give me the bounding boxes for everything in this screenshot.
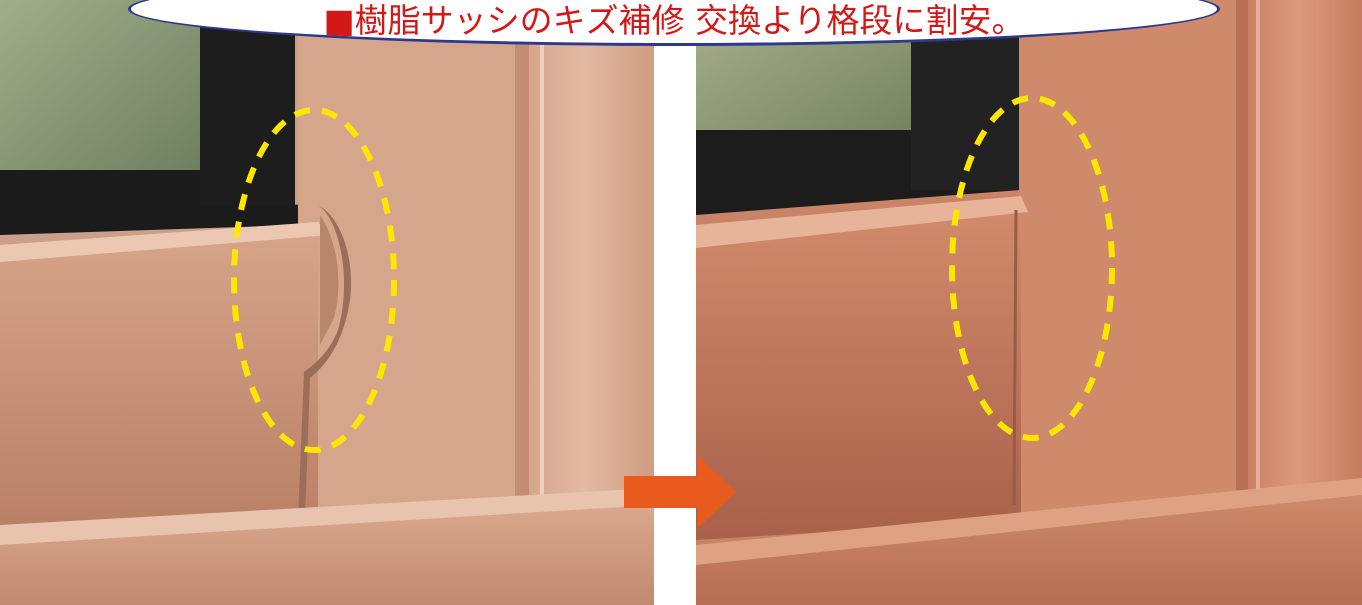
right-arrow-icon [624,456,736,528]
before-photo [0,0,654,605]
banner-title: ■樹脂サッシのキズ補修 交換より格段に割安。 [323,1,1025,40]
after-photo-illustration [696,0,1362,605]
before-photo-illustration [0,0,654,605]
title-banner: ■樹脂サッシのキズ補修 交換より格段に割安。 [128,0,1220,46]
after-photo [696,0,1362,605]
